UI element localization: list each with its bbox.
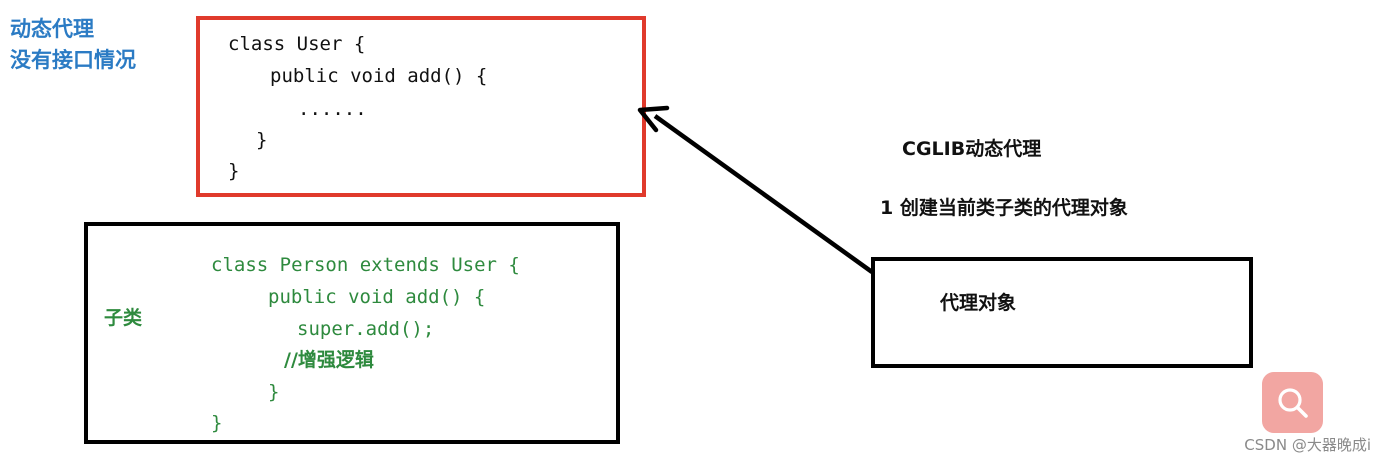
person-code-line-2: public void add() { xyxy=(268,286,486,308)
proxy-object-box xyxy=(871,257,1253,368)
search-icon xyxy=(1277,387,1308,418)
subclass-label: 子类 xyxy=(104,307,143,329)
user-code-line-3: ...... xyxy=(298,98,367,120)
person-code-line-3: super.add(); xyxy=(297,318,435,340)
person-code-line-4: //增强逻辑 xyxy=(284,349,374,371)
user-code-line-2: public void add() { xyxy=(270,65,488,87)
arrow-line xyxy=(653,114,874,274)
person-class-box xyxy=(84,222,620,444)
person-code-line-5: } xyxy=(268,381,280,403)
title-line-2: 没有接口情况 xyxy=(10,48,136,72)
title-line-1: 动态代理 xyxy=(10,17,94,41)
cglib-title: CGLIB动态代理 xyxy=(902,138,1042,160)
person-code-line-1: class Person extends User { xyxy=(211,254,520,276)
proxy-object-label: 代理对象 xyxy=(940,292,1017,314)
user-code-line-5: } xyxy=(228,160,240,182)
person-code-line-6: } xyxy=(211,412,223,434)
user-code-line-4: } xyxy=(256,129,268,151)
search-button[interactable] xyxy=(1262,372,1323,433)
watermark: CSDN @大器晚成i xyxy=(1244,436,1371,454)
cglib-step-1: 1 创建当前类子类的代理对象 xyxy=(880,197,1128,219)
user-code-line-1: class User { xyxy=(228,33,366,55)
